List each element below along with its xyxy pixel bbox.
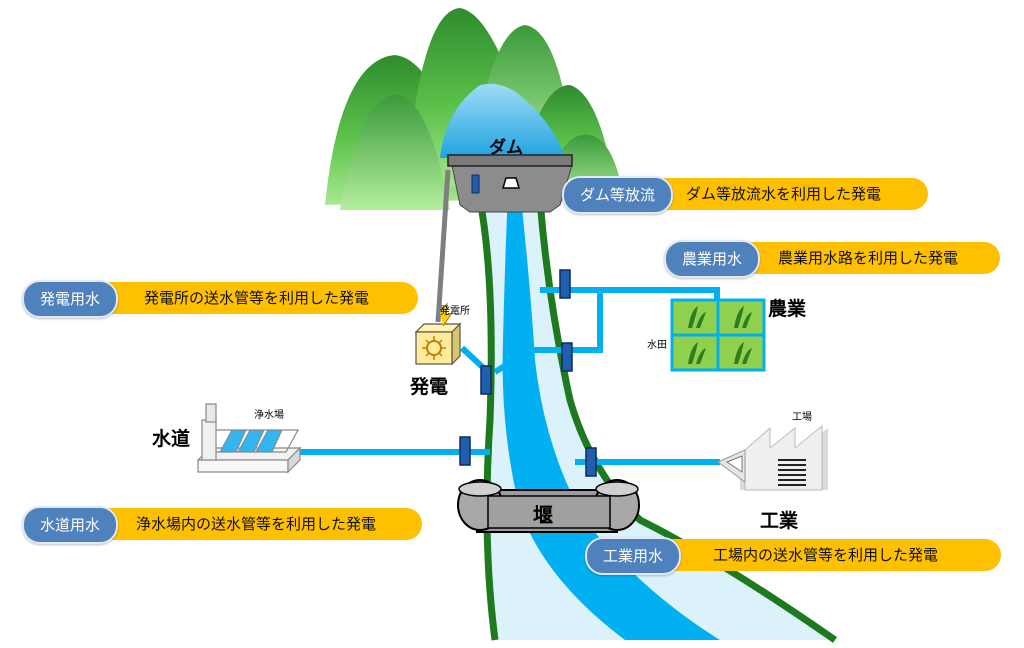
callout-dam-release: ダム等放流 ダム等放流水を利用した発電 [562,176,928,214]
weir [457,479,640,533]
power-station-icon [414,302,462,366]
callout-tag: 発電用水 [22,280,119,318]
dam [447,154,573,213]
callout-tag: 工業用水 [585,537,682,575]
callout-bar [62,508,422,540]
factory-label: 工場 [792,412,812,423]
channel-gates [459,269,597,477]
agriculture-label: 農業 [768,298,807,320]
callout-text: 工場内の送水管等を利用した発電 [713,546,939,564]
power-label: 発電 [410,376,449,398]
callout-power-water: 発電用水 発電所の送水管等を利用した発電 [22,280,418,318]
purification-plant-label: 浄水場 [254,410,284,421]
callout-tag: 農業用水 [664,240,761,278]
callout-text: ダム等放流水を利用した発電 [686,185,882,203]
weir-label: 堰 [533,503,553,527]
callout-bar [625,539,1001,571]
water-supply-label: 水道 [152,428,191,450]
penstock [435,169,451,323]
callout-text: 浄水場内の送水管等を利用した発電 [136,515,377,533]
paddy-label: 水田 [647,340,667,351]
callout-tag: ダム等放流 [562,176,674,214]
paddy-fields-icon [670,298,766,372]
factory-icon [717,424,828,491]
callout-tag: 水道用水 [22,506,119,544]
purification-plant-icon [196,403,302,474]
callout-industrial-water: 工業用水 工場内の送水管等を利用した発電 [585,537,1001,575]
callout-text: 発電所の送水管等を利用した発電 [144,289,370,307]
industry-label: 工業 [760,510,799,532]
dam-label: ダム [489,138,523,158]
callout-waterworks-water: 水道用水 浄水場内の送水管等を利用した発電 [22,506,422,544]
callout-bar [62,282,418,314]
callout-agricultural-water: 農業用水 農業用水路を利用した発電 [664,240,1000,278]
power-station-label: 発電所 [440,306,470,317]
callout-text: 農業用水路を利用した発電 [778,249,959,267]
reservoir [440,83,565,158]
